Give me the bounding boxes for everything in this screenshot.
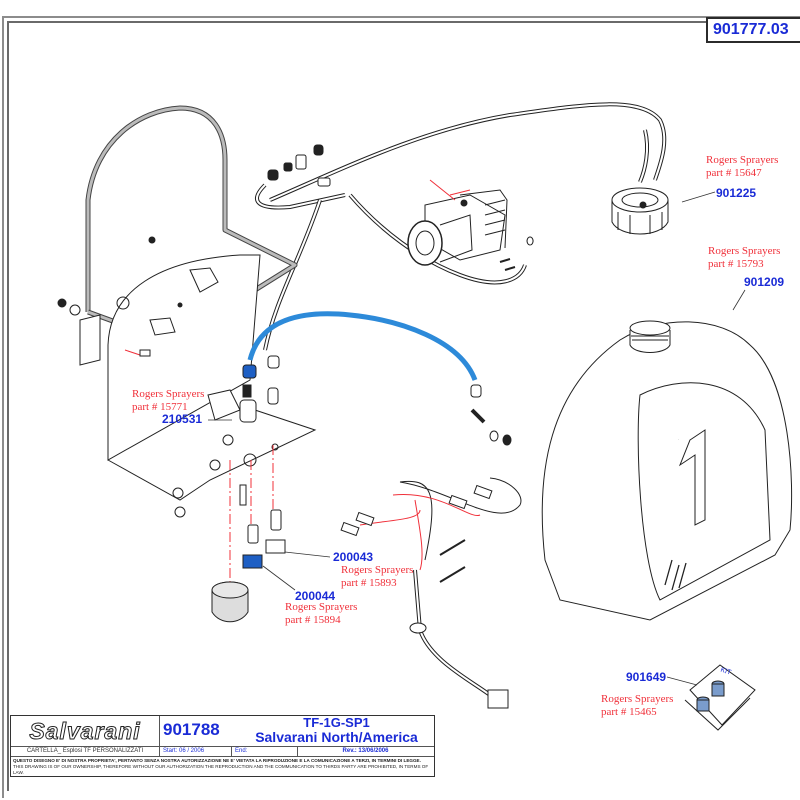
drawing-frame-outer bbox=[2, 16, 800, 798]
start-date: Start: 06 / 2006 bbox=[163, 746, 232, 756]
revision-date: Rev.: 13/06/2006 bbox=[342, 748, 389, 754]
tank-cap bbox=[611, 187, 669, 235]
supplier-part: part # 15894 bbox=[285, 614, 341, 626]
tee-fittings bbox=[267, 144, 331, 187]
assembly-axes bbox=[229, 445, 274, 600]
wire-harness bbox=[340, 477, 522, 709]
title-block-meta: CARTELLA_ Esplosi TF PERSONALIZZATI Star… bbox=[11, 746, 434, 757]
part-number-901649: 901649 bbox=[626, 670, 667, 684]
lower-fittings bbox=[211, 484, 286, 623]
disclaimer-english: THIS DRAWING IS OF OUR OWNERSHIP, THEREF… bbox=[13, 764, 429, 775]
part-number-901209: 901209 bbox=[744, 275, 785, 289]
pump bbox=[407, 179, 534, 271]
supplier-name: Rogers Sprayers bbox=[706, 154, 779, 166]
title-block-header: Salvarani 901788 TF-1G-SP1 Salvarani Nor… bbox=[11, 716, 434, 747]
kit bbox=[684, 664, 756, 731]
drawing-number: 901777.03 bbox=[706, 17, 800, 43]
supplier-part: part # 15893 bbox=[341, 577, 397, 589]
title-block: Salvarani 901788 TF-1G-SP1 Salvarani Nor… bbox=[10, 715, 435, 777]
salvarani-logo: Salvarani bbox=[11, 716, 160, 746]
leader-lines bbox=[208, 191, 746, 686]
supplier-name: Rogers Sprayers bbox=[341, 564, 414, 576]
tank bbox=[541, 320, 793, 621]
supplier-name: Rogers Sprayers bbox=[601, 693, 674, 705]
part-number-200044: 200044 bbox=[295, 589, 336, 603]
ownership-disclaimer: QUESTO DISEGNO E' DI NOSTRA PROPRIETA', … bbox=[13, 758, 431, 776]
disclaimer-italian: QUESTO DISEGNO E' DI NOSTRA PROPRIETA', … bbox=[13, 758, 421, 763]
delivery-tube bbox=[255, 183, 527, 351]
supplier-part: part # 15465 bbox=[601, 706, 657, 718]
end-date: End: bbox=[235, 746, 298, 756]
supplier-part: part # 15647 bbox=[706, 167, 762, 179]
supplier-part: part # 15793 bbox=[708, 258, 764, 270]
part-number-200043: 200043 bbox=[333, 550, 374, 564]
supplier-name: Rogers Sprayers bbox=[708, 245, 781, 257]
folder-name: CARTELLA_ Esplosi TF PERSONALIZZATI bbox=[11, 746, 160, 756]
mounting-bracket bbox=[57, 236, 317, 518]
part-number-210531: 210531 bbox=[162, 412, 203, 426]
tank-number-marking: 1 bbox=[678, 440, 679, 441]
blue-hose bbox=[242, 311, 512, 446]
supplier-part: part # 15771 bbox=[132, 401, 188, 413]
part-number-901225: 901225 bbox=[716, 186, 757, 200]
suction-tube bbox=[269, 102, 667, 202]
model-code: TF-1G-SP1 bbox=[303, 715, 370, 730]
supplier-name: Rogers Sprayers bbox=[132, 388, 205, 400]
kit-label: KIT bbox=[719, 667, 732, 677]
supplier-name: Rogers Sprayers bbox=[285, 601, 358, 613]
solenoid-valve bbox=[207, 384, 279, 423]
assembly-code: 901788 bbox=[163, 720, 220, 739]
drawing-frame-inner bbox=[7, 21, 800, 791]
model-name: Salvarani North/America bbox=[255, 729, 418, 745]
